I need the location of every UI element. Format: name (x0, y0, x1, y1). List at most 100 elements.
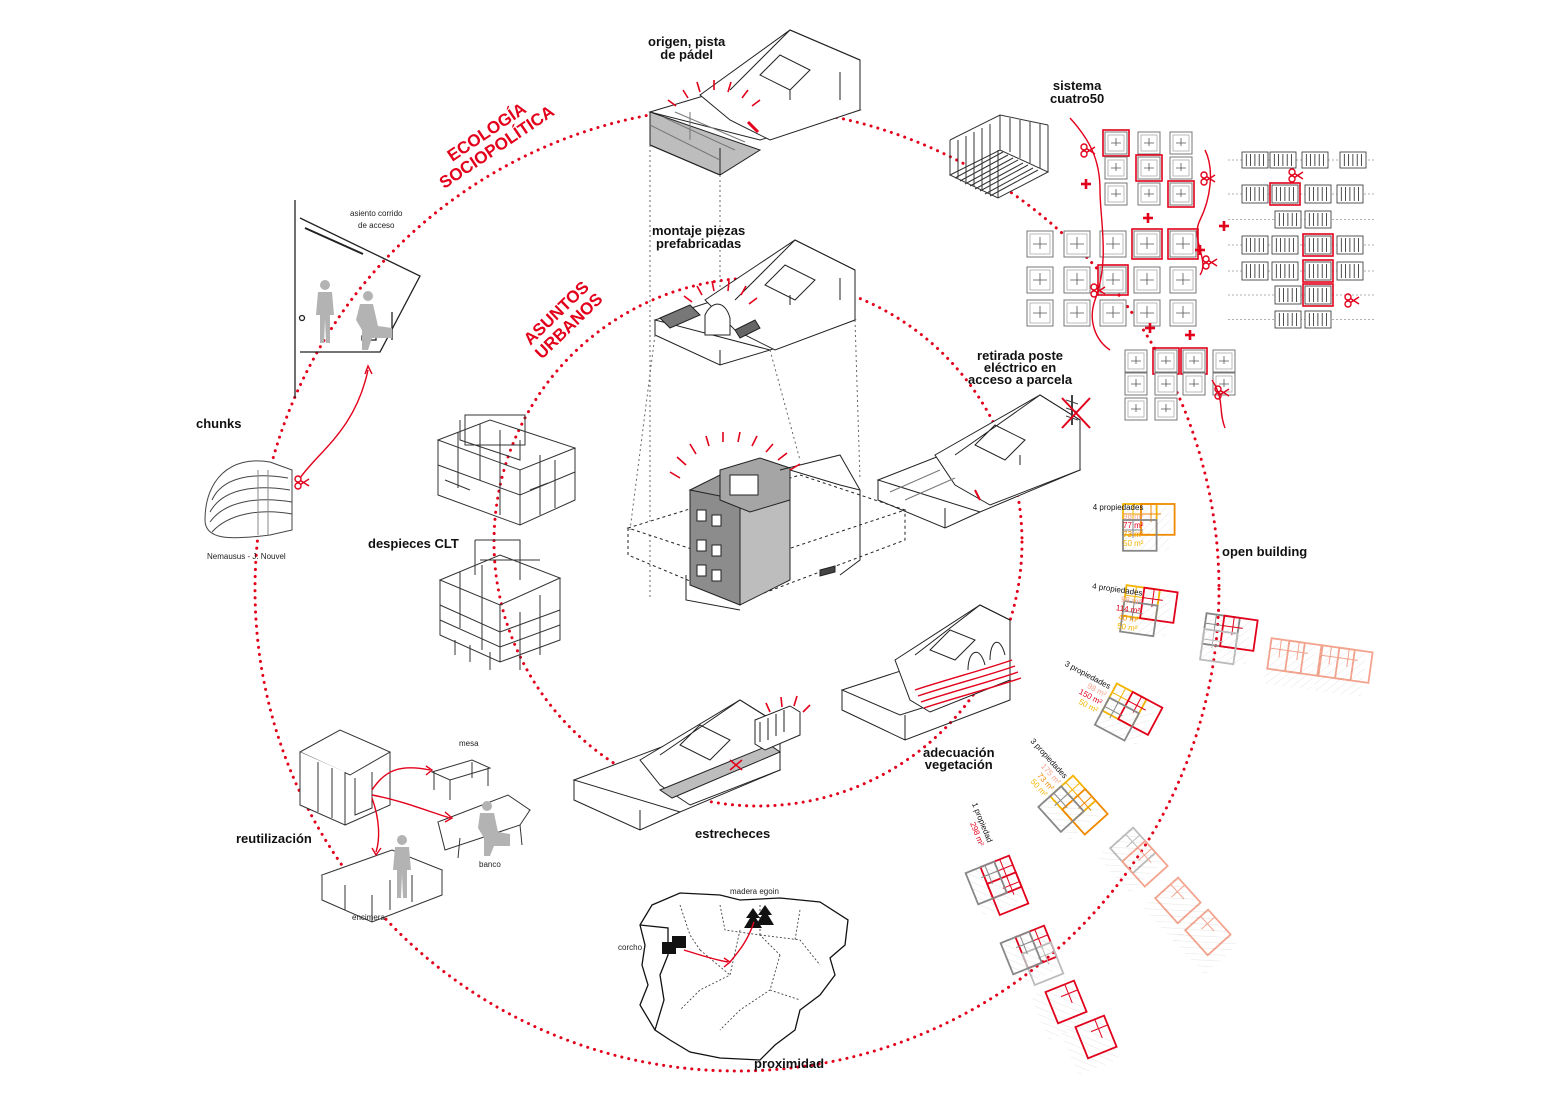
axo-retirada (876, 394, 1082, 529)
module-tile (1063, 299, 1091, 327)
module-tile (1137, 182, 1161, 206)
strip-tile (1304, 184, 1332, 204)
nemausus-building (204, 460, 293, 539)
module-tile (1026, 266, 1054, 294)
module-tile (1026, 299, 1054, 327)
module-tile (1063, 266, 1091, 294)
vegetation-lines (914, 659, 1022, 709)
floor-plan (1121, 503, 1176, 552)
property-area: 98 m² (1123, 512, 1144, 521)
label-proximidad: proximidad (754, 1056, 825, 1071)
strip-tile (1302, 259, 1334, 283)
spain-map (639, 892, 849, 1061)
red-burst-estrecheces (729, 695, 811, 771)
property-area: 73 m² (1123, 530, 1144, 539)
strip-tile (1304, 310, 1332, 329)
module-tile (1124, 372, 1148, 396)
reuse-wall (298, 729, 392, 826)
strip-grid (1228, 151, 1375, 329)
floor-plan (1097, 826, 1169, 893)
sitting-person-icon (478, 801, 510, 856)
scissors-icon (1344, 293, 1360, 308)
strip-tile (1304, 210, 1332, 229)
map-arrows (683, 921, 755, 968)
module-tile (1131, 228, 1163, 260)
strip-tile (1241, 151, 1269, 169)
label-banco: banco (479, 860, 501, 869)
strip-tile (1241, 261, 1269, 281)
label-adecuacion: adecuación vegetación (923, 745, 995, 772)
property-group-1: 4 propiedades 98 m² 77 m² 73 m² 50 m² (1073, 503, 1144, 548)
cork-icon (662, 936, 686, 954)
module-tile (1063, 230, 1091, 258)
label-encimera: encimera (352, 913, 385, 922)
module-tile (1152, 347, 1180, 375)
floor-plan (964, 854, 1030, 917)
strip-tile (1274, 310, 1302, 329)
label-asiento: asiento corrido de acceso (350, 209, 403, 230)
person-icon (316, 280, 334, 343)
strip-tile (1339, 151, 1367, 169)
module-tile (1212, 349, 1236, 373)
module-tile (1099, 230, 1127, 258)
plus-icon (1141, 211, 1155, 225)
plus-icon (1079, 177, 1093, 191)
label-open-building: open building (1222, 544, 1308, 559)
floor-plan (1172, 908, 1238, 975)
timber-frame (948, 114, 1050, 199)
module-tile (1169, 156, 1193, 180)
strip-tile (1269, 182, 1301, 206)
module-tile (1182, 372, 1206, 396)
module-tile (1169, 299, 1197, 327)
label-chunks: chunks (196, 416, 242, 431)
strip-tile (1271, 261, 1299, 281)
axo-adecuacion (840, 604, 1012, 741)
floor-plan (1060, 1014, 1120, 1076)
sitting-person-icon (356, 291, 392, 350)
module-tile (1154, 372, 1178, 396)
label-montaje: montaje piezas prefabricadas (652, 223, 746, 251)
plus-icon (1217, 219, 1231, 233)
floor-plan (1030, 979, 1090, 1041)
red-burst-montaje (683, 280, 758, 305)
floor-plan (1198, 612, 1259, 666)
sistema-red-path (1069, 117, 1111, 351)
module-grid (1026, 129, 1236, 421)
strip-tile (1302, 233, 1334, 257)
reuse-arrows (371, 765, 454, 857)
strip-tile (1302, 283, 1334, 307)
strip-tile (1336, 235, 1364, 255)
property-heading: 4 propiedades (1092, 503, 1144, 512)
strip-tile (1336, 184, 1364, 204)
scissors-icon (1202, 255, 1218, 270)
strip-tile (1274, 285, 1302, 305)
red-burst-origen (667, 80, 761, 134)
strip-tile (1336, 261, 1364, 281)
module-tile (1104, 182, 1128, 206)
label-origen: origen, pista de pádel (648, 34, 726, 62)
property-area: 77 m² (1123, 521, 1144, 530)
module-tile (1212, 372, 1236, 396)
module-tile (1124, 349, 1148, 373)
strip-tile (1274, 210, 1302, 229)
module-tile (1026, 230, 1054, 258)
property-area: 50 m² (1123, 539, 1144, 548)
label-sistema: sistema cuatro50 (1050, 78, 1105, 106)
strip-tile (1241, 184, 1269, 204)
label-corcho: corcho (618, 943, 643, 952)
module-tile (1099, 299, 1127, 327)
encimera-counter (320, 849, 444, 923)
module-tile (1097, 264, 1129, 296)
module-tile (1135, 154, 1163, 182)
axo-origen (648, 29, 862, 600)
label-madera: madera egoin (730, 887, 779, 896)
module-tile (1169, 266, 1197, 294)
module-tile (1180, 347, 1208, 375)
axo-estrecheces (572, 699, 801, 831)
strip-tile (1241, 235, 1269, 255)
module-tile (1133, 299, 1161, 327)
module-tile (1137, 131, 1161, 155)
scissors-icon (1288, 168, 1304, 183)
open-building-plans (964, 503, 1374, 1076)
axo-central-building (626, 454, 907, 611)
